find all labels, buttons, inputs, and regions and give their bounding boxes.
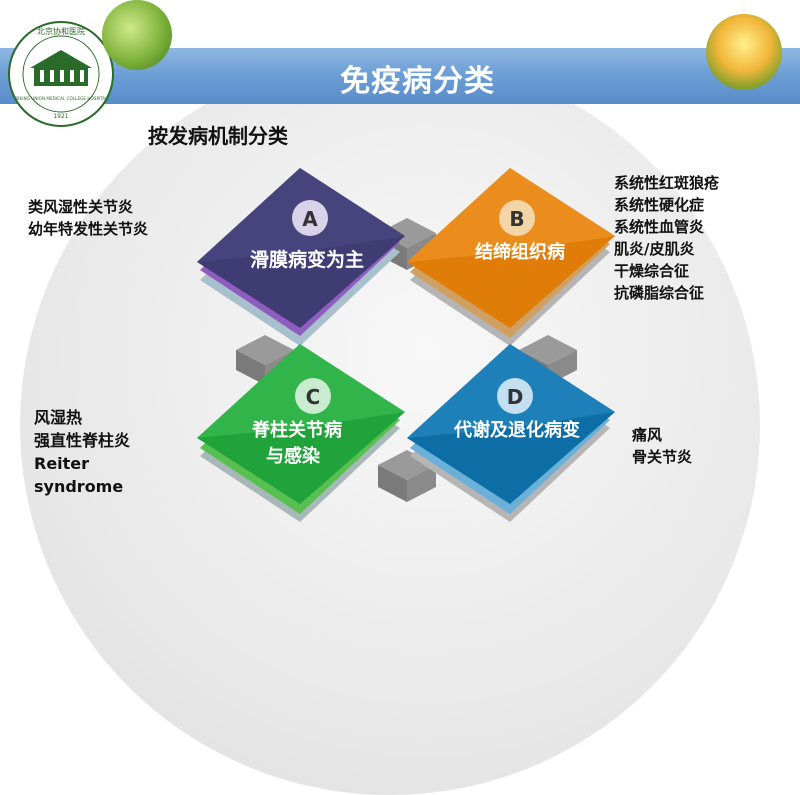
list-b-item: 系统性红斑狼疮 xyxy=(614,174,720,192)
card-a: A 滑膜病变为主 xyxy=(197,168,405,346)
list-b-item: 肌炎/皮肌炎 xyxy=(614,240,695,258)
list-d: 痛风 骨关节炎 xyxy=(632,424,692,468)
card-a-letter-badge xyxy=(292,200,328,236)
leaf-image xyxy=(102,0,172,70)
hospital-logo: 北京协和医院 PEKING UNION MEDICAL COLLEGE HOSP… xyxy=(8,21,114,127)
list-b-item: 系统性硬化症 xyxy=(614,196,705,214)
list-c-item: 风湿热 xyxy=(34,408,83,427)
card-c-letter: C xyxy=(306,385,321,409)
list-a: 类风湿性关节炎 幼年特发性关节炎 xyxy=(28,196,148,240)
card-c: C 脊柱关节病 与感染 xyxy=(197,344,405,522)
list-a-item: 类风湿性关节炎 xyxy=(28,198,134,216)
list-a-item: 幼年特发性关节炎 xyxy=(28,220,149,238)
list-b: 系统性红斑狼疮 系统性硬化症 系统性血管炎 肌炎/皮肌炎 干燥综合征 抗磷脂综合… xyxy=(614,172,719,304)
card-d-letter: D xyxy=(507,385,524,409)
list-d-item: 骨关节炎 xyxy=(632,448,693,466)
card-b-letter: B xyxy=(509,207,524,231)
logo-text-bottom: PEKING UNION MEDICAL COLLEGE HOSPITAL xyxy=(14,96,108,101)
card-b: B 结缔组织病 xyxy=(407,168,615,346)
logo-text-top: 北京协和医院 xyxy=(37,26,85,36)
card-d-letter-badge xyxy=(497,378,533,414)
card-c-letter-badge xyxy=(295,378,331,414)
card-a-label: 滑膜病变为主 xyxy=(250,248,364,271)
flame-leaf-image xyxy=(706,14,782,90)
list-b-item: 干燥综合征 xyxy=(614,262,690,280)
subtitle: 按发病机制分类 xyxy=(148,124,288,148)
classification-diagram: A 滑膜病变为主 B 结缔组织病 C 脊柱关节病 与感染 D 代谢及退化病变 xyxy=(197,168,615,522)
list-c: 风湿热 强直性脊柱炎 Reiter syndrome xyxy=(34,406,130,498)
card-b-label: 结缔组织病 xyxy=(475,241,565,263)
card-b-letter-badge xyxy=(499,200,535,236)
card-a-letter: A xyxy=(302,207,318,231)
list-b-item: 抗磷脂综合征 xyxy=(614,284,705,302)
page-title: 免疫病分类 xyxy=(340,64,495,99)
list-c-item: 强直性脊柱炎 xyxy=(34,431,131,450)
list-b-item: 系统性血管炎 xyxy=(614,218,705,236)
list-c-item: Reiter xyxy=(34,454,90,473)
list-c-item: syndrome xyxy=(34,477,124,496)
card-d-label: 代谢及退化病变 xyxy=(453,419,580,441)
list-d-item: 痛风 xyxy=(632,426,663,444)
card-c-label-line1: 脊柱关节病 xyxy=(251,419,342,441)
card-c-label-line2: 与感染 xyxy=(266,445,321,467)
logo-year: 1921 xyxy=(53,113,68,120)
card-d: D 代谢及退化病变 xyxy=(407,344,615,522)
